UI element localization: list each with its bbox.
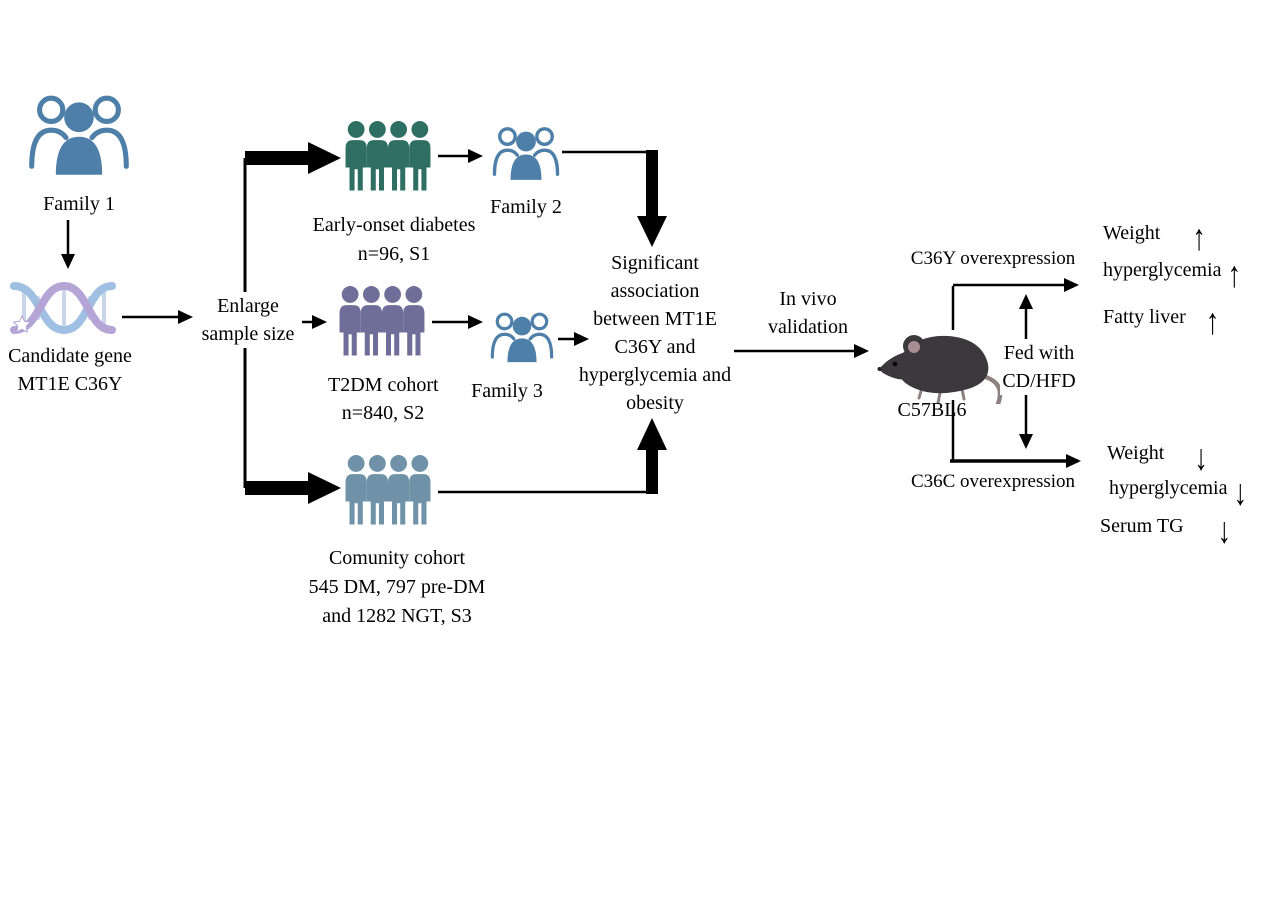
- result-weight-down: Weight ↓: [1107, 439, 1208, 475]
- mouse-nose: [877, 367, 882, 371]
- thick-arrow-to-earlyonset: [245, 142, 341, 174]
- invivo-line1: In vivo: [779, 288, 837, 310]
- community-line1: Comunity cohort: [328, 547, 466, 569]
- down-arrow-icon: ↓: [1233, 472, 1247, 513]
- t2dm-label: T2DM cohort n=840, S2: [328, 371, 439, 427]
- dna-strand-blue: [10, 282, 116, 335]
- enlarge-sample-size-label: Enlarge sample size: [194, 292, 302, 348]
- community-line3: and 1282 NGT, S3: [322, 605, 472, 627]
- c57bl6-label: C57BL6: [897, 399, 967, 421]
- result-hyperglycemia-down-text: hyperglycemia: [1109, 477, 1228, 499]
- early-onset-label: Early-onset diabetes n=96, S1: [303, 211, 485, 269]
- early-onset-line2: n=96, S1: [357, 243, 431, 265]
- family3-icon: [490, 305, 554, 367]
- mouse-tail: [979, 373, 1003, 404]
- up-arrow-icon: ↑: [1192, 217, 1206, 258]
- up-arrow-icon: ↑: [1205, 301, 1220, 342]
- result-weight-up-text: Weight: [1103, 222, 1161, 244]
- family2-icon: [492, 120, 560, 184]
- family2-label: Family 2: [490, 196, 562, 218]
- candidate-gene-line2: MT1E C36Y: [17, 373, 123, 395]
- invivo-validation-label: In vivo validation: [752, 285, 864, 341]
- mouse-icon: [874, 324, 1014, 404]
- early-onset-cohort-icon: [342, 116, 434, 196]
- t2dm-cohort-icon: [336, 281, 428, 361]
- association-line3: between MT1E: [593, 308, 717, 330]
- result-serum-tg-down-text: Serum TG: [1100, 515, 1184, 537]
- mouse-ear-inner: [908, 341, 920, 353]
- fed-with-label: Fed with CD/HFD: [1000, 339, 1078, 395]
- mouse-eye: [892, 361, 898, 367]
- candidate-gene-label: Candidate gene MT1E C36Y: [0, 342, 142, 398]
- invivo-line2: validation: [768, 316, 848, 338]
- family3-label: Family 3: [471, 380, 543, 402]
- family1-label: Family 1: [43, 193, 115, 215]
- c36y-overexpression-label: C36Y overexpression: [910, 248, 1076, 269]
- t2dm-line2: n=840, S2: [341, 402, 425, 424]
- family1-icon: [28, 84, 130, 182]
- c36c-overexpression-label: C36C overexpression: [910, 471, 1076, 492]
- up-arrow-icon: ↑: [1227, 254, 1241, 295]
- community-cohort-icon: [342, 450, 434, 530]
- t2dm-line1: T2DM cohort: [328, 374, 439, 396]
- down-arrow-icon: ↓: [1217, 510, 1232, 551]
- thick-arrow-community-up: [637, 418, 667, 494]
- thick-arrow-to-community: [245, 472, 341, 504]
- result-fatty-liver-up-text: Fatty liver: [1103, 306, 1186, 328]
- mouse-head: [879, 352, 920, 380]
- dna-strand-purple: [10, 281, 116, 334]
- enlarge-line1: Enlarge: [217, 295, 279, 317]
- result-fatty-liver-up: Fatty liver ↑: [1103, 303, 1219, 339]
- result-serum-tg-down: Serum TG ↓: [1100, 512, 1231, 548]
- fed-line1: Fed with: [1003, 342, 1075, 364]
- down-arrow-icon: ↓: [1194, 437, 1208, 478]
- association-line4: C36Y and: [614, 336, 696, 358]
- result-hyperglycemia-down: hyperglycemia ↓: [1109, 474, 1247, 510]
- star-decoration: [12, 314, 32, 333]
- association-line6: obesity: [626, 392, 684, 414]
- association-line5: hyperglycemia and: [578, 364, 732, 386]
- thick-arrow-family2-down: [637, 150, 667, 247]
- dna-helix-icon: [10, 276, 118, 340]
- association-line2: association: [610, 280, 700, 302]
- result-weight-up: Weight ↑: [1103, 219, 1206, 255]
- result-hyperglycemia-up-text: hyperglycemia: [1103, 259, 1222, 281]
- result-hyperglycemia-up: hyperglycemia ↑: [1103, 256, 1241, 292]
- community-line2: 545 DM, 797 pre-DM: [308, 576, 486, 598]
- early-onset-line1: Early-onset diabetes: [312, 214, 476, 236]
- association-line1: Significant: [611, 252, 699, 274]
- enlarge-line2: sample size: [201, 323, 295, 345]
- candidate-gene-line1: Candidate gene: [8, 345, 132, 367]
- community-label: Comunity cohort 545 DM, 797 pre-DM and 1…: [298, 544, 496, 631]
- fed-line2: CD/HFD: [1002, 370, 1076, 392]
- association-text: Significant association between MT1E C36…: [560, 249, 750, 417]
- result-weight-down-text: Weight: [1107, 442, 1165, 464]
